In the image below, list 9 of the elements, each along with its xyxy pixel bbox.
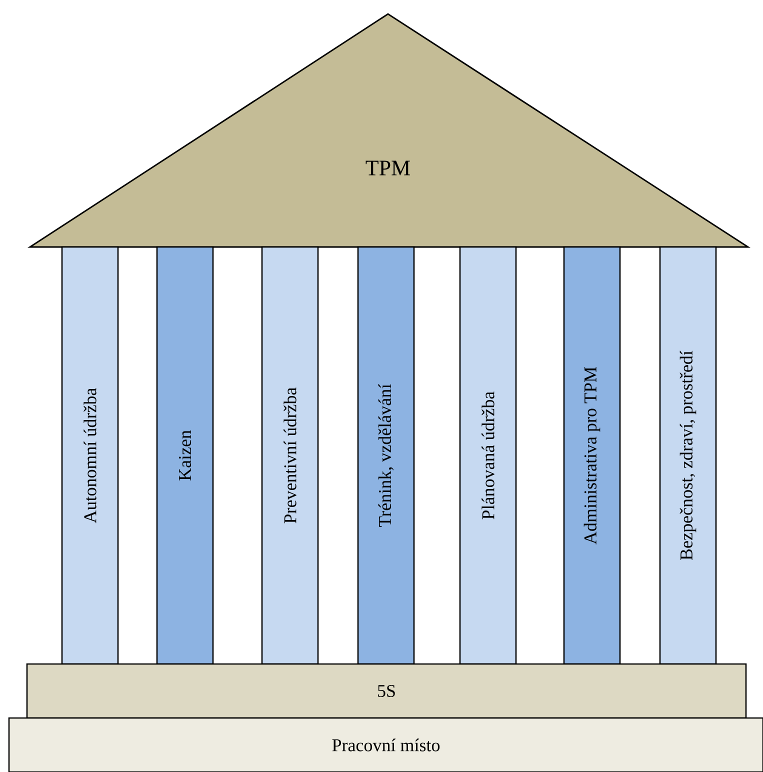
pillar: Preventivní údržba: [261, 246, 319, 665]
pillar: Bezpečnost, zdraví, prostředí: [659, 246, 717, 665]
pillar: Administrativa pro TPM: [563, 246, 621, 665]
pillar: Trénink, vzdělávání: [357, 246, 415, 665]
pillar: Kaizen: [156, 246, 214, 665]
foundation-step: 5S: [26, 663, 747, 719]
ground-slab: Pracovní místo: [8, 717, 763, 772]
pillar: Autonomní údržba: [61, 246, 119, 665]
pillar: Plánovaná údržba: [459, 246, 517, 665]
